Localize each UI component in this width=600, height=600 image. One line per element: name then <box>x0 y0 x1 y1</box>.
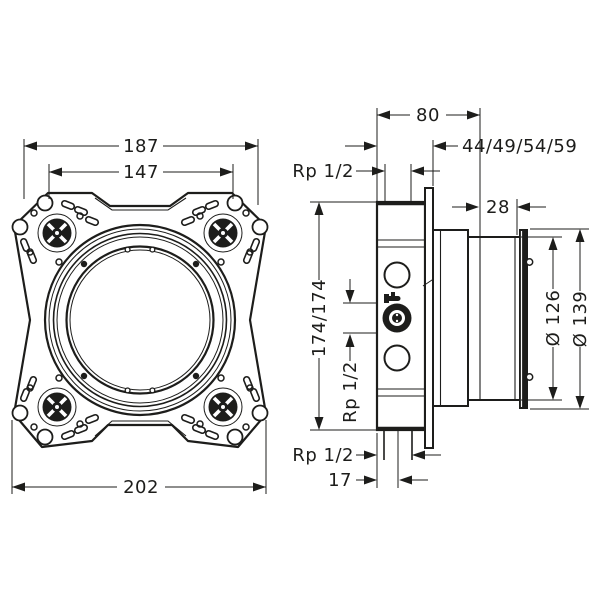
retaining-clip-top <box>525 258 534 266</box>
bottom-notch-inner-line <box>94 420 187 437</box>
seal-ring <box>519 229 534 409</box>
dim-overall-width: 202 <box>11 420 267 498</box>
corner-pad-sw <box>10 373 101 447</box>
dim-hole-span: 187 <box>23 136 259 205</box>
retaining-clip-bottom <box>525 373 534 381</box>
dim-front-unit: 28 <box>452 197 546 235</box>
bottom-port-circle <box>383 344 411 372</box>
cylinder-body <box>467 236 521 401</box>
top-port-circle <box>383 261 411 289</box>
central-ring <box>43 223 237 417</box>
dim-screw-span: 147 <box>48 162 234 199</box>
dim-label-thread-bottom: Rp 1/2 <box>292 445 354 466</box>
dim-thread-top: Rp 1/2 <box>292 161 440 201</box>
dim-label-height: 174/174 <box>309 279 330 357</box>
dim-wall-options: 44/49/54/59 <box>345 136 577 186</box>
dim-label-wall-options: 44/49/54/59 <box>462 136 577 157</box>
dim-label-28: 28 <box>486 197 510 218</box>
top-notch-inner-line <box>94 197 187 211</box>
dim-label-thread-top: Rp 1/2 <box>292 161 354 182</box>
corner-pad-se <box>179 373 270 447</box>
collar <box>432 229 469 407</box>
dim-height: 174/174 <box>309 201 377 431</box>
side-view: 80 44/49/54/59 Rp 1/2 28 <box>292 105 591 491</box>
dim-label-202: 202 <box>123 477 159 498</box>
dim-label-dia-body: Ø 126 <box>543 290 564 347</box>
dim-depth: 80 <box>376 105 481 236</box>
dim-label-80: 80 <box>416 105 440 126</box>
dim-dia-flange: Ø 139 <box>530 228 591 410</box>
front-view: 187 147 202 <box>10 136 270 498</box>
corner-pad-ne <box>179 193 270 267</box>
dim-thread-bottom: Rp 1/2 <box>292 433 441 488</box>
dim-label-147: 147 <box>123 162 159 183</box>
dim-label-187: 187 <box>123 136 159 157</box>
dim-label-17: 17 <box>328 470 352 491</box>
faucet-icon <box>384 292 401 303</box>
dim-dia-body: Ø 126 <box>521 236 564 401</box>
dim-port-offset: 17 <box>328 470 428 491</box>
dim-thread-side: Rp 1/2 <box>340 279 377 423</box>
corner-pad-nw <box>10 193 101 267</box>
dim-label-dia-flange: Ø 139 <box>570 291 591 348</box>
dim-label-thread-side: Rp 1/2 <box>340 361 361 423</box>
side-outlet-port <box>382 303 412 333</box>
wall-flange-plate <box>424 187 434 449</box>
